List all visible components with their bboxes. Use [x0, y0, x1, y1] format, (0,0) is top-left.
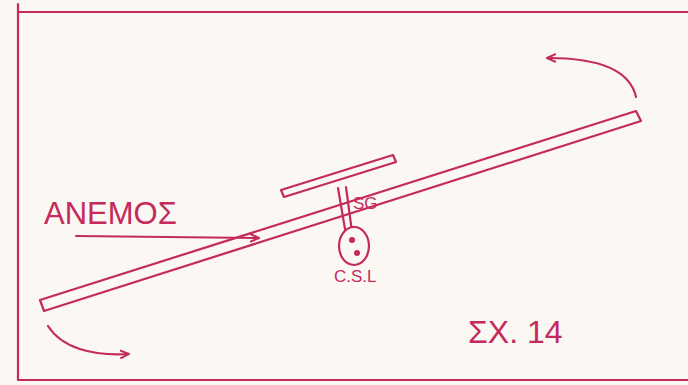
frame — [18, 4, 688, 380]
fin — [338, 188, 345, 229]
roll-arrow — [48, 326, 128, 354]
fin-label: SG — [353, 195, 378, 212]
stabilizer — [281, 155, 396, 197]
fuselage-dot — [354, 250, 360, 256]
wing — [40, 111, 641, 311]
fuselage — [339, 227, 369, 265]
figure-caption: ΣΧ. 14 — [468, 316, 563, 348]
roll-arrow — [548, 58, 636, 97]
frame-top — [18, 11, 688, 13]
fuselage-label: C.S.L — [334, 268, 377, 285]
fuselage-dot — [349, 237, 355, 243]
wind-label: ΑΝΕΜΟΣ — [44, 198, 177, 229]
wind-arrow — [76, 236, 258, 238]
fin — [346, 187, 352, 232]
